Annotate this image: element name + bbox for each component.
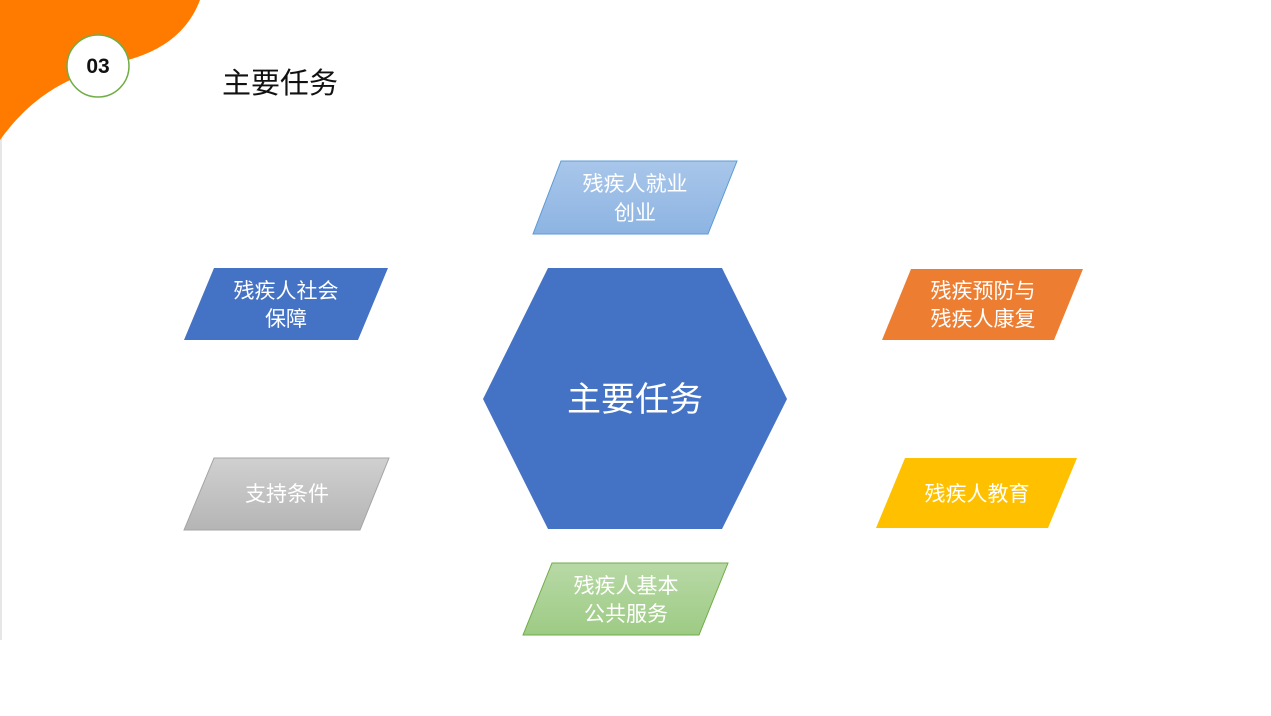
task-label: 残疾人康复 <box>931 307 1036 331</box>
left-edge <box>0 0 2 640</box>
center-hexagon <box>483 268 787 529</box>
task-social-security: 残疾人社会 保障 <box>184 268 388 340</box>
task-label: 残疾人就业 <box>583 172 688 196</box>
task-public-services: 残疾人基本 公共服务 <box>522 562 729 636</box>
task-label: 残疾预防与 <box>931 279 1036 303</box>
task-label: 保障 <box>265 307 307 331</box>
task-employment: 残疾人就业 创业 <box>532 160 738 235</box>
center-label: 主要任务 <box>567 380 703 420</box>
task-label: 公共服务 <box>584 602 668 626</box>
section-number-badge <box>66 34 130 98</box>
task-label: 残疾人教育 <box>925 482 1030 506</box>
task-label: 支持条件 <box>245 482 329 506</box>
task-education: 残疾人教育 <box>876 458 1077 528</box>
task-label: 创业 <box>614 201 656 225</box>
task-label: 残疾人社会 <box>234 279 339 303</box>
task-support-conditions: 支持条件 <box>183 457 390 531</box>
orange-corner-shape <box>0 0 200 140</box>
page-title: 主要任务 <box>222 66 338 100</box>
section-number: 03 <box>86 55 109 78</box>
task-prevention-rehab: 残疾预防与 残疾人康复 <box>882 269 1083 340</box>
task-label: 残疾人基本 <box>574 574 679 598</box>
